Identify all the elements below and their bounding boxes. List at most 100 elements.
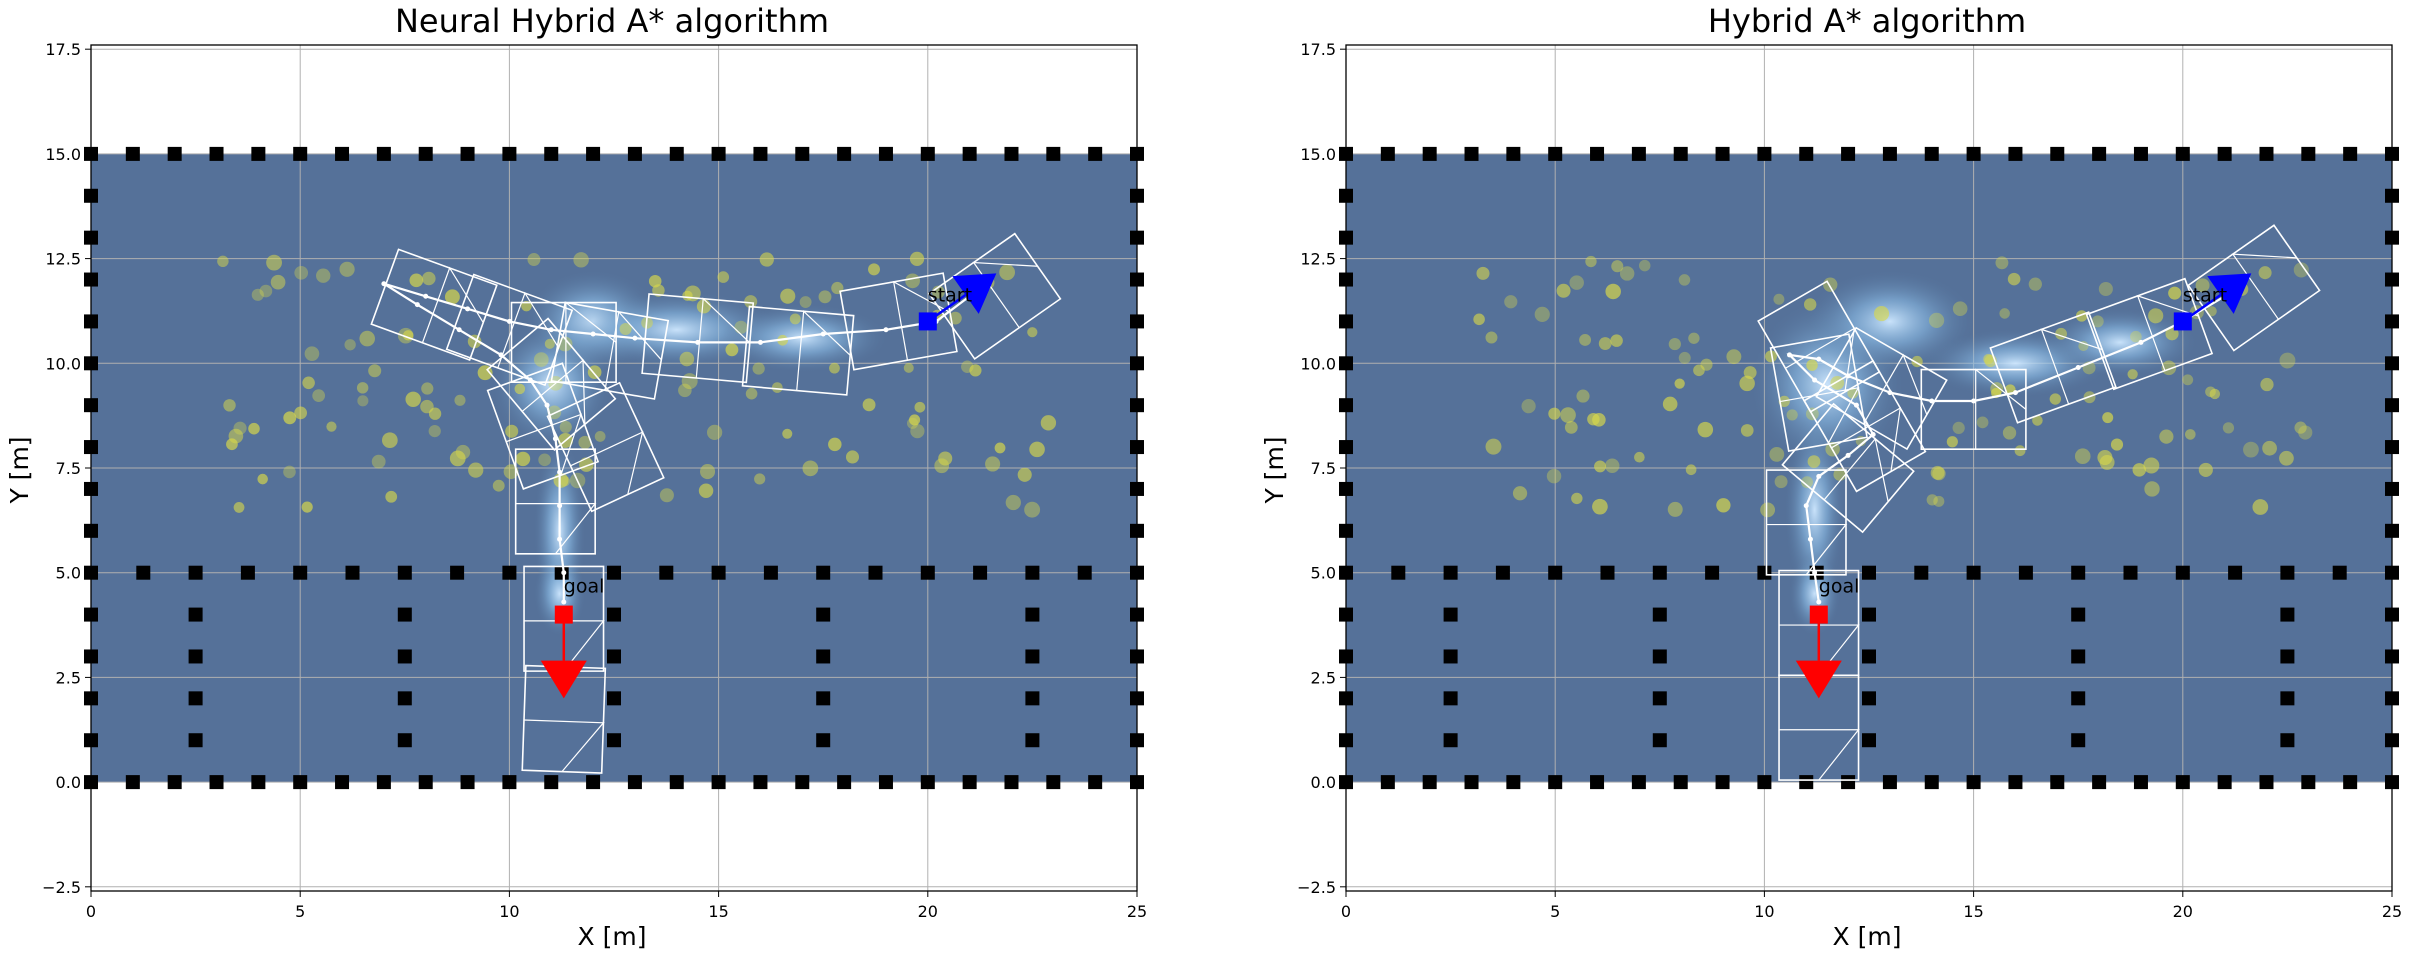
obstacle-cell bbox=[816, 565, 831, 580]
start-label: start bbox=[928, 284, 972, 306]
sample-point bbox=[294, 265, 309, 280]
obstacle-cell bbox=[1443, 691, 1458, 706]
x-tick-label: 5 bbox=[295, 902, 305, 921]
path-node bbox=[557, 469, 563, 475]
vehicle-heading bbox=[1831, 406, 1902, 472]
sample-point bbox=[538, 453, 551, 467]
sample-point bbox=[2195, 278, 2210, 293]
obstacle-cell bbox=[1077, 565, 1092, 580]
obstacle-cell bbox=[1862, 607, 1876, 622]
sample-point bbox=[1534, 306, 1550, 322]
obstacle-cell bbox=[1882, 146, 1897, 161]
obstacle-cell bbox=[1443, 733, 1458, 748]
sample-point bbox=[2014, 445, 2026, 457]
obstacle-cell bbox=[1631, 775, 1646, 790]
obstacle-cell bbox=[2008, 775, 2023, 790]
density-blob bbox=[718, 304, 886, 372]
obstacle-cell bbox=[2228, 565, 2243, 580]
start-heading-arrow-shaft bbox=[927, 293, 967, 323]
sample-point bbox=[2099, 454, 2115, 470]
obstacle-cell bbox=[816, 607, 831, 622]
vehicle-footprint bbox=[641, 293, 755, 384]
sample-point bbox=[2168, 286, 2182, 300]
obstacle-cell bbox=[1715, 146, 1730, 161]
obstacle-cell bbox=[1652, 691, 1667, 706]
sample-point bbox=[248, 422, 260, 435]
obstacle-cell bbox=[1548, 565, 1563, 580]
sample-point bbox=[862, 398, 876, 412]
sample-point bbox=[1579, 334, 1592, 346]
y-tick-label: 17.5 bbox=[45, 40, 81, 59]
obstacle-cell bbox=[816, 691, 831, 706]
obstacle-cell bbox=[2175, 775, 2190, 790]
obstacle-cell bbox=[345, 565, 360, 580]
obstacle-cell bbox=[2071, 691, 2086, 706]
obstacle-cell bbox=[2071, 733, 2086, 748]
sample-point bbox=[368, 364, 382, 378]
obstacle-cell bbox=[1025, 607, 1040, 622]
obstacle-cell bbox=[816, 733, 831, 748]
path-node bbox=[820, 331, 826, 337]
obstacle-cell bbox=[1841, 775, 1856, 790]
sample-point bbox=[717, 271, 730, 283]
path-node bbox=[527, 377, 533, 383]
obstacle-cell bbox=[1422, 146, 1437, 161]
obstacle-cell bbox=[502, 565, 517, 580]
vehicle-footprint bbox=[486, 362, 600, 490]
sample-point bbox=[1017, 467, 1032, 482]
sample-point bbox=[734, 320, 748, 334]
sample-point bbox=[2159, 429, 2174, 444]
sample-point bbox=[492, 479, 505, 492]
sample-point bbox=[905, 273, 920, 289]
sample-point bbox=[2007, 272, 2021, 286]
obstacle-cell bbox=[2280, 565, 2295, 580]
sample-point bbox=[829, 362, 840, 374]
y-tick-label: 10.0 bbox=[45, 354, 81, 373]
sample-point bbox=[1803, 298, 1817, 311]
x-axis-label: X [m] bbox=[1833, 922, 1902, 951]
vehicle-heading bbox=[1766, 523, 1848, 576]
path-node bbox=[590, 331, 596, 337]
obstacle-cell bbox=[607, 565, 621, 580]
path-node bbox=[1816, 473, 1822, 479]
sample-point bbox=[1592, 498, 1608, 515]
sample-point bbox=[1040, 415, 1057, 431]
path-node bbox=[1807, 536, 1813, 542]
path-node bbox=[1812, 377, 1818, 383]
sample-point bbox=[845, 450, 860, 464]
obstacle-cell bbox=[1506, 775, 1521, 790]
vehicle-heading bbox=[1785, 327, 1856, 392]
obstacle-cell bbox=[1652, 649, 1667, 664]
obstacle-cell bbox=[335, 775, 350, 790]
sample-point bbox=[999, 264, 1016, 281]
vehicle-footprint bbox=[445, 273, 574, 387]
sample-point bbox=[1823, 277, 1838, 292]
obstacle-cell bbox=[502, 146, 517, 161]
obstacle-cell bbox=[136, 565, 151, 580]
sample-point bbox=[449, 450, 466, 467]
obstacle-cell bbox=[1391, 565, 1406, 580]
obstacle-cell bbox=[962, 146, 977, 161]
sample-point bbox=[938, 451, 953, 466]
sample-point bbox=[802, 460, 819, 477]
sample-point bbox=[1769, 446, 1785, 462]
goal-label: goal bbox=[1819, 576, 1860, 598]
sample-point bbox=[771, 382, 783, 393]
sample-point bbox=[1585, 255, 1597, 268]
sample-point bbox=[594, 431, 606, 442]
path-node bbox=[506, 318, 512, 324]
y-tick-label: 2.5 bbox=[1311, 668, 1336, 687]
y-tick-label: 5.0 bbox=[1311, 564, 1336, 583]
obstacle-cell bbox=[607, 691, 621, 706]
vehicle-footprint bbox=[1765, 469, 1847, 576]
obstacle-cell bbox=[920, 775, 935, 790]
path-node bbox=[2012, 390, 2018, 396]
y-tick-label: 12.5 bbox=[1300, 250, 1336, 269]
planned-path bbox=[1786, 295, 2226, 603]
obstacle-cell bbox=[1914, 565, 1929, 580]
sample-point bbox=[468, 462, 484, 478]
sample-point bbox=[1576, 389, 1590, 403]
path-node bbox=[1845, 452, 1851, 458]
obstacle-cell bbox=[188, 649, 203, 664]
sample-point bbox=[527, 253, 541, 266]
